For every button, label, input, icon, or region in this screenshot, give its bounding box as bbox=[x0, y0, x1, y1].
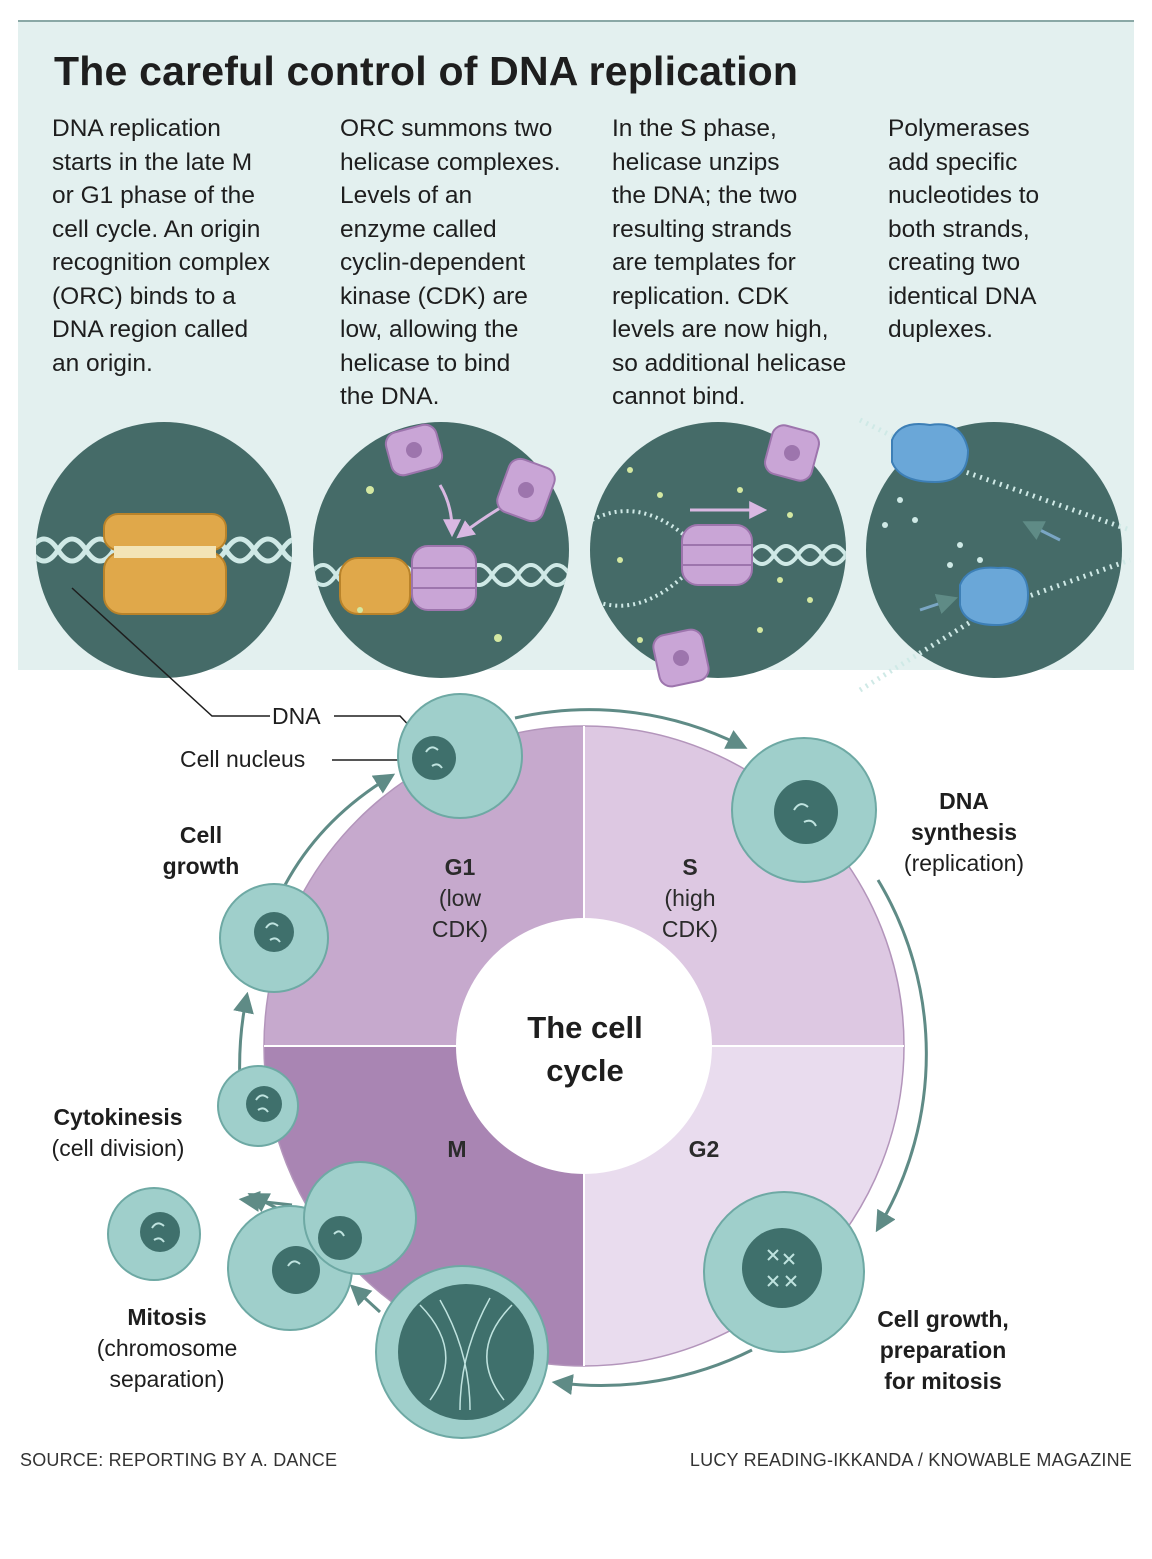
page-title: The careful control of DNA replication bbox=[54, 48, 799, 94]
dna-callout: DNA bbox=[270, 703, 323, 730]
orc-complex bbox=[339, 557, 411, 615]
polymerase-1 bbox=[891, 423, 970, 484]
helicase-free-3 bbox=[764, 424, 820, 482]
helicase-bound bbox=[411, 545, 477, 611]
helicase-active bbox=[681, 524, 753, 586]
cell-cytokinesis bbox=[217, 1065, 299, 1147]
cell-daughter bbox=[107, 1187, 201, 1281]
cell-mitosis-spindle bbox=[375, 1265, 549, 1439]
helicase-free-4 bbox=[652, 628, 710, 688]
phase-m-label: M bbox=[447, 1136, 467, 1162]
step-1-illustration bbox=[36, 422, 292, 678]
wheel-center bbox=[456, 918, 712, 1174]
cell-nucleus-callout: Cell nucleus bbox=[178, 746, 308, 773]
step-4-illustration bbox=[858, 417, 1131, 693]
cell-g1 bbox=[397, 693, 523, 819]
helicase-free-1 bbox=[384, 423, 444, 477]
phase-g2-label: G2 bbox=[688, 1136, 720, 1162]
polymerase-2 bbox=[959, 566, 1030, 627]
cell-dna-synthesis bbox=[731, 737, 877, 883]
orc-complex bbox=[103, 513, 227, 615]
cell-growth bbox=[219, 883, 329, 993]
helicase-free-2 bbox=[496, 457, 556, 523]
cell-g2 bbox=[703, 1191, 865, 1353]
label-cytokinesis: Cytokinesis(cell division) bbox=[51, 1104, 185, 1161]
step-3-illustration bbox=[590, 422, 846, 678]
source-credit: SOURCE: REPORTING BY A. DANCE bbox=[20, 1450, 338, 1470]
author-credit: LUCY READING-IKKANDA / KNOWABLE MAGAZINE bbox=[689, 1450, 1132, 1470]
cell-mitosis-dividing bbox=[227, 1161, 417, 1331]
